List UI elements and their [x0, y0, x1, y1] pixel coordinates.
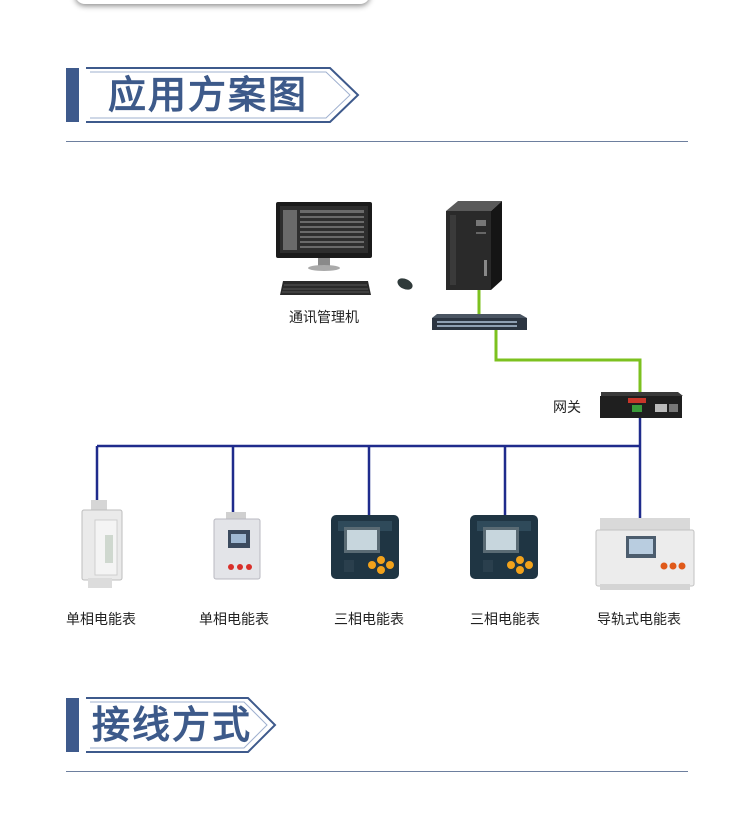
- server-tower-icon: [446, 201, 502, 290]
- mouse-icon: [397, 278, 413, 290]
- meter-label: 单相电能表: [199, 612, 269, 628]
- section-title-application: 应用方案图: [108, 73, 309, 117]
- meter-label: 单相电能表: [66, 612, 136, 628]
- meter-label: 三相电能表: [334, 612, 404, 628]
- din-rail-meter-icon: [595, 518, 695, 590]
- section-accent-bar: [66, 698, 79, 752]
- meter-label: 三相电能表: [470, 612, 540, 628]
- three-phase-meter-1-icon: [331, 515, 399, 579]
- meter-label: 导轨式电能表: [597, 612, 681, 628]
- single-phase-meter-1-icon: [81, 500, 123, 588]
- single-phase-meter-2-icon: [213, 512, 261, 580]
- ethernet-link: [477, 288, 642, 392]
- gateway-icon: [600, 392, 683, 418]
- network-switch-icon: [432, 314, 527, 330]
- monitor-icon: [276, 202, 372, 271]
- top-banner-edge: [75, 0, 370, 4]
- section-title-wiring: 接线方式: [92, 703, 253, 747]
- section-divider: [66, 771, 688, 772]
- section-accent-bar: [66, 68, 79, 122]
- mgmt-label: 通讯管理机: [289, 310, 359, 326]
- three-phase-meter-2-icon: [470, 515, 538, 579]
- keyboard-icon: [280, 281, 371, 295]
- rs485-bus: [95, 418, 642, 520]
- section-divider: [66, 141, 688, 142]
- gateway-label: 网关: [553, 400, 581, 416]
